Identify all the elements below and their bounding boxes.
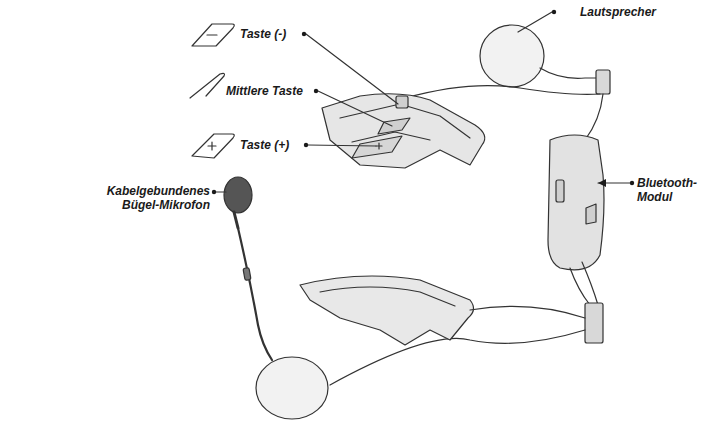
cable-clip — [585, 303, 603, 343]
part-label: Lautsprecher — [580, 5, 705, 19]
minus-icon — [192, 24, 234, 46]
cable-clip — [596, 70, 610, 94]
center-icon — [190, 73, 225, 98]
part-label: Taste (+) — [240, 138, 304, 152]
plus-icon — [192, 134, 234, 158]
microphone-head — [224, 177, 252, 213]
leader-lines — [215, 12, 630, 192]
part-label: Bluetooth-Modul — [637, 176, 707, 204]
leader-dots — [212, 10, 634, 194]
part-label: Mittlere Taste — [226, 84, 314, 98]
speaker — [256, 357, 328, 419]
mounting-plate — [300, 276, 474, 345]
part-label: Kabelgebundenes Bügel-Mikrofon — [94, 184, 210, 212]
speaker — [480, 25, 544, 87]
bluetooth-module — [548, 135, 604, 270]
part-label: Taste (-) — [240, 27, 302, 41]
